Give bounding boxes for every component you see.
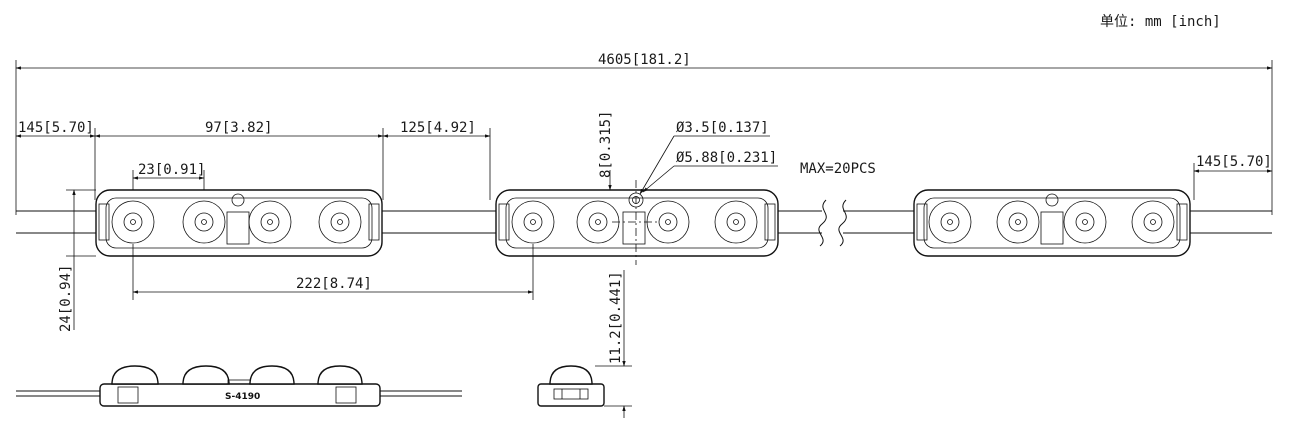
end-view-module — [537, 365, 605, 407]
led-module-3 — [913, 189, 1191, 257]
hole-large-label: Ø5.88[0.231] — [676, 150, 777, 166]
hole-small-label: Ø3.5[0.137] — [676, 120, 769, 136]
width-dimension: 24[0.94] — [58, 189, 96, 332]
total-length-dimension: 4605[181.2] — [15, 52, 1273, 215]
side-view-label: S-4190 — [225, 392, 260, 402]
height-label: 11.2[0.441] — [608, 271, 624, 364]
led-module-2 — [495, 180, 779, 265]
module-length-label: 97[3.82] — [205, 120, 272, 136]
pitch-dimension: 222[8.74] — [132, 244, 534, 300]
max-quantity-note: MAX=20PCS — [800, 161, 876, 177]
right-wire-label: 145[5.70] — [1196, 154, 1272, 170]
side-view-module: S-4190 — [16, 365, 462, 407]
hole-offset-label: 8[0.315] — [598, 111, 614, 178]
lens-spacing-label: 23[0.91] — [138, 162, 205, 178]
left-wire-label: 145[5.70] — [18, 120, 94, 136]
top-dimension-row: 145[5.70] 97[3.82] 125[4.92] — [15, 120, 491, 200]
total-length-label: 4605[181.2] — [598, 52, 691, 68]
hole-offset-dimension: 8[0.315] — [598, 111, 630, 191]
pitch-label: 222[8.74] — [296, 276, 372, 292]
led-module-1 — [95, 189, 383, 257]
height-dimension: 11.2[0.441] — [595, 270, 632, 418]
width-label: 24[0.94] — [58, 265, 74, 332]
wires — [16, 199, 1272, 247]
module-gap-label: 125[4.92] — [400, 120, 476, 136]
unit-note: 单位: mm [inch] — [1100, 14, 1221, 30]
hole-callouts: Ø3.5[0.137] Ø5.88[0.231] — [639, 120, 778, 195]
right-wire-dimension: 145[5.70] — [1193, 154, 1273, 200]
